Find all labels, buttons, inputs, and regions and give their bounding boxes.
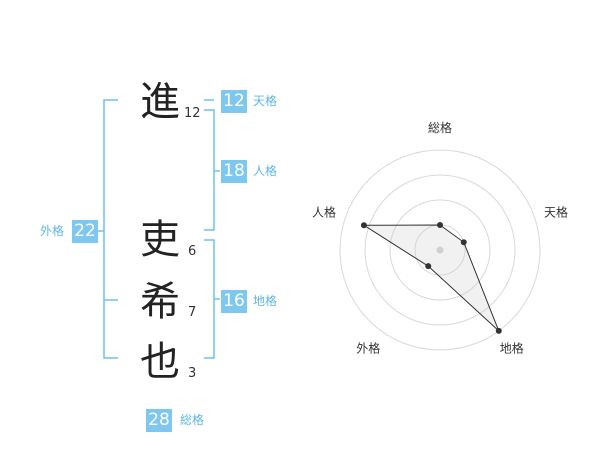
jinkaku-badge: 18	[221, 160, 247, 183]
radar-center-dot	[436, 246, 444, 254]
jinkaku-bracket	[204, 109, 215, 231]
radar-axis-label-4: 外格	[356, 341, 380, 356]
stroke-count-4: 3	[188, 366, 197, 381]
radar-series-shape	[362, 224, 500, 332]
radar-axis-label-1: 総格	[428, 120, 452, 135]
radar-axis-label-5: 人格	[312, 204, 336, 219]
radar-point-4	[425, 263, 432, 270]
gaikaku-bracket	[103, 99, 118, 359]
stroke-count-2: 6	[188, 244, 197, 259]
soukaku-label: 総格	[180, 413, 205, 427]
radar-axis-label-2: 天格	[544, 204, 568, 219]
stroke-count-1: 12	[184, 106, 201, 121]
chikaku-badge: 16	[221, 290, 247, 313]
radar-point-3	[495, 327, 502, 334]
stroke-count-3: 7	[188, 305, 197, 320]
radar-point-1	[437, 222, 443, 228]
soukaku-badge: 28	[146, 409, 172, 432]
name-char-2: 吏	[140, 217, 180, 263]
name-char-4: 也	[140, 339, 180, 385]
radar-ring-3	[364, 174, 516, 326]
radar-point-2	[460, 239, 467, 246]
radar-axis-label-3: 地格	[500, 341, 524, 356]
name-char-1: 進	[140, 79, 180, 125]
radar-grid	[339, 149, 541, 351]
radar-point-5	[360, 222, 367, 229]
jinkaku-label: 人格	[253, 164, 278, 178]
name-char-3: 希	[140, 279, 180, 325]
gaikaku-badge: 22	[72, 220, 98, 243]
radar-ring-4	[339, 149, 541, 351]
chikaku-label: 地格	[253, 294, 278, 308]
tenkaku-badge: 12	[221, 90, 247, 113]
tenkaku-label: 天格	[253, 94, 278, 108]
radar-ring-2	[389, 199, 491, 301]
gaikaku-label: 外格	[40, 224, 65, 238]
